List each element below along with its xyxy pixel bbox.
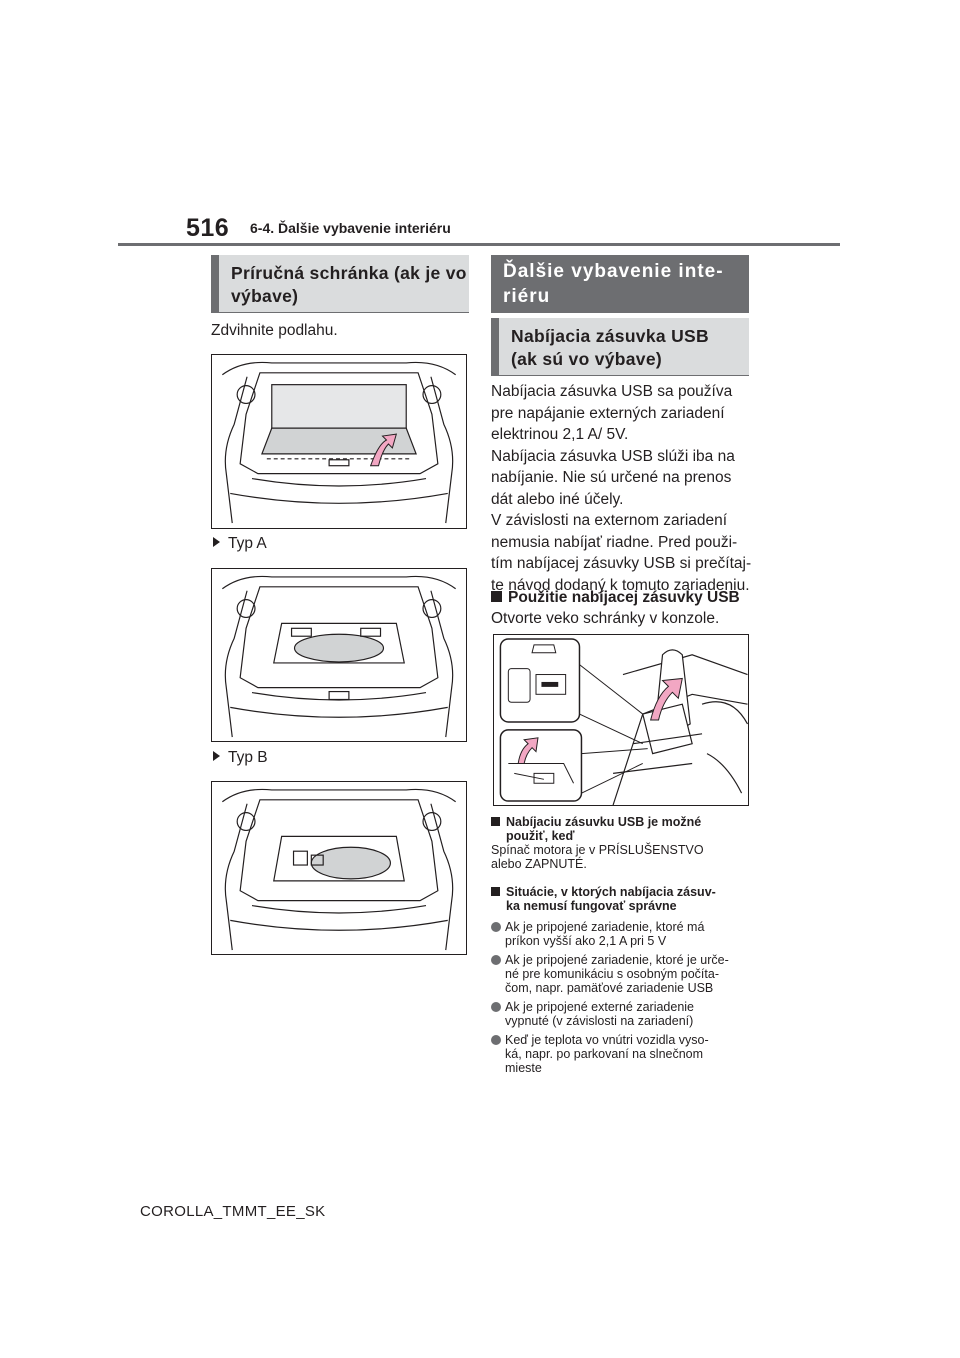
type-b-label: Typ B (213, 747, 268, 769)
console-usb-illustration (499, 638, 748, 805)
bullet3-line2: vypnuté (v závislosti na zariadení) (505, 1014, 694, 1028)
bullet4-line1: Keď je teplota vo vnútri vozidla vyso- (505, 1033, 709, 1047)
header-rule (118, 243, 840, 246)
bullet2-line3: čom, napr. pamäťové zariadenie USB (505, 981, 714, 995)
note2-head-line1: Situácie, v ktorých nabíjacia zásuv- (506, 885, 716, 899)
figure-type-b (211, 781, 467, 955)
usb-heading: Nabíjacia zásuvka USB (ak sú vo výbave) (491, 318, 749, 376)
figure-trunk-floor (211, 354, 467, 529)
usb-line-10: te návod dodaný k tomuto zariadeniu. (491, 576, 750, 594)
bullet1-line1: Ak je pripojené zariadenie, ktoré má (505, 920, 705, 934)
usb-heading-line2: (ak sú vo výbave) (511, 349, 663, 369)
bullet4-line3: mieste (505, 1061, 542, 1075)
usb-line-6: dát alebo iné účely. (491, 490, 624, 508)
note-usb-problems: Situácie, v ktorých nabíjacia zásuv- ka … (491, 885, 761, 1075)
type-b-text: Typ B (228, 749, 268, 766)
bullet1-line2: príkon vyšší ako 2,1 A pri 5 V (505, 934, 667, 948)
figure-type-a (211, 568, 467, 742)
usb-heading-line1: Nabíjacia zásuvka USB (511, 326, 709, 346)
note2-head-line2: ka nemusí fungovať správne (506, 899, 677, 913)
triangle-bullet-icon (213, 751, 220, 761)
usb-description: Nabíjacia zásuvka USB sa používa pre nap… (491, 381, 756, 596)
bullet3-line1: Ak je pripojené externé zariadenie (505, 1000, 695, 1014)
usb-line-3: elektrinou 2,1 A/ 5V. (491, 426, 629, 443)
usb-line-5: nabíjanie. Nie sú určené na prenos (491, 469, 732, 486)
page-number: 516 (186, 214, 230, 242)
square-bullet-icon (491, 887, 500, 896)
type-a-label: Typ A (213, 533, 267, 555)
usb-line-1: Nabíjacia zásuvka USB sa používa (491, 383, 733, 400)
circle-bullet-icon (491, 922, 501, 932)
circle-bullet-icon (491, 955, 501, 965)
figure-console-usb (493, 634, 749, 806)
circle-bullet-icon (491, 1002, 501, 1012)
intro-text: Zdvihnite podlahu. (211, 322, 338, 339)
square-bullet-icon (491, 817, 500, 826)
note-usb-problems-heading: Situácie, v ktorých nabíjacia zásuv- (491, 885, 761, 899)
usb-subheading: Použitie nabíjacej zásuvky USB (491, 587, 740, 609)
usb-instruction: Otvorte veko schránky v konzole. (491, 610, 720, 627)
usb-line-9: tím nabíjacej zásuvky USB si prečítaj- (491, 555, 752, 572)
bullet4-line2: ká, napr. po parkovaní na slnečnom (505, 1047, 704, 1061)
document-id: COROLLA_TMMT_EE_SK (140, 1203, 326, 1220)
glovebox-heading: Príručná schránka (ak je vo výbave) (211, 255, 469, 313)
note1-text-line2: alebo ZAPNUTÉ. (491, 857, 587, 871)
section-title: 6-4. Ďalšie vybavenie interiéru (250, 220, 451, 236)
bullet-item: Keď je teplota vo vnútri vozidla vyso- k… (491, 1033, 761, 1075)
bullet-item: Ak je pripojené zariadenie, ktoré má prí… (491, 920, 761, 948)
usb-line-2: pre napájanie externých zariadení (491, 404, 725, 422)
interior-features-heading-line1: Ďalšie vybavenie inte- (503, 261, 724, 282)
usb-line-7: V závislosti na externom zariadení (491, 512, 728, 529)
bullet2-line1: Ak je pripojené zariadenie, ktoré je urč… (505, 953, 729, 967)
square-bullet-icon (491, 591, 502, 602)
interior-features-heading-line2: riéru (503, 286, 551, 307)
type-b-illustration (222, 788, 456, 951)
circle-bullet-icon (491, 1035, 501, 1045)
triangle-bullet-icon (213, 537, 220, 547)
note-usb-usable: Nabíjaciu zásuvku USB je možné použiť, k… (491, 815, 761, 871)
bullet-item: Ak je pripojené externé zariadenie vypnu… (491, 1000, 761, 1028)
usb-line-8: nemusia nabíjať riadne. Pred použi- (491, 533, 738, 551)
trunk-floor-illustration (221, 361, 457, 524)
bullet-item: Ak je pripojené zariadenie, ktoré je urč… (491, 953, 761, 995)
glovebox-heading-line2: výbave) (231, 286, 299, 306)
interior-features-heading: Ďalšie vybavenie inte- riéru (491, 255, 749, 313)
usb-subheading-text: Použitie nabíjacej zásuvky USB (508, 589, 740, 606)
note-usb-usable-heading: Nabíjaciu zásuvku USB je možné (491, 815, 761, 829)
glovebox-heading-line1: Príručná schránka (ak je vo (231, 263, 467, 283)
note1-head-line2: použiť, keď (506, 829, 575, 843)
note1-head-line1: Nabíjaciu zásuvku USB je možné (506, 815, 702, 829)
bullet2-line2: né pre komunikáciu s osobným počíta- (505, 967, 719, 981)
type-a-text: Typ A (228, 535, 267, 552)
note1-text-line1: Spínač motora je v PRÍSLUŠENSTVO (491, 843, 704, 857)
usb-line-4: Nabíjacia zásuvka USB slúži iba na (491, 447, 735, 465)
type-a-illustration (222, 575, 456, 738)
